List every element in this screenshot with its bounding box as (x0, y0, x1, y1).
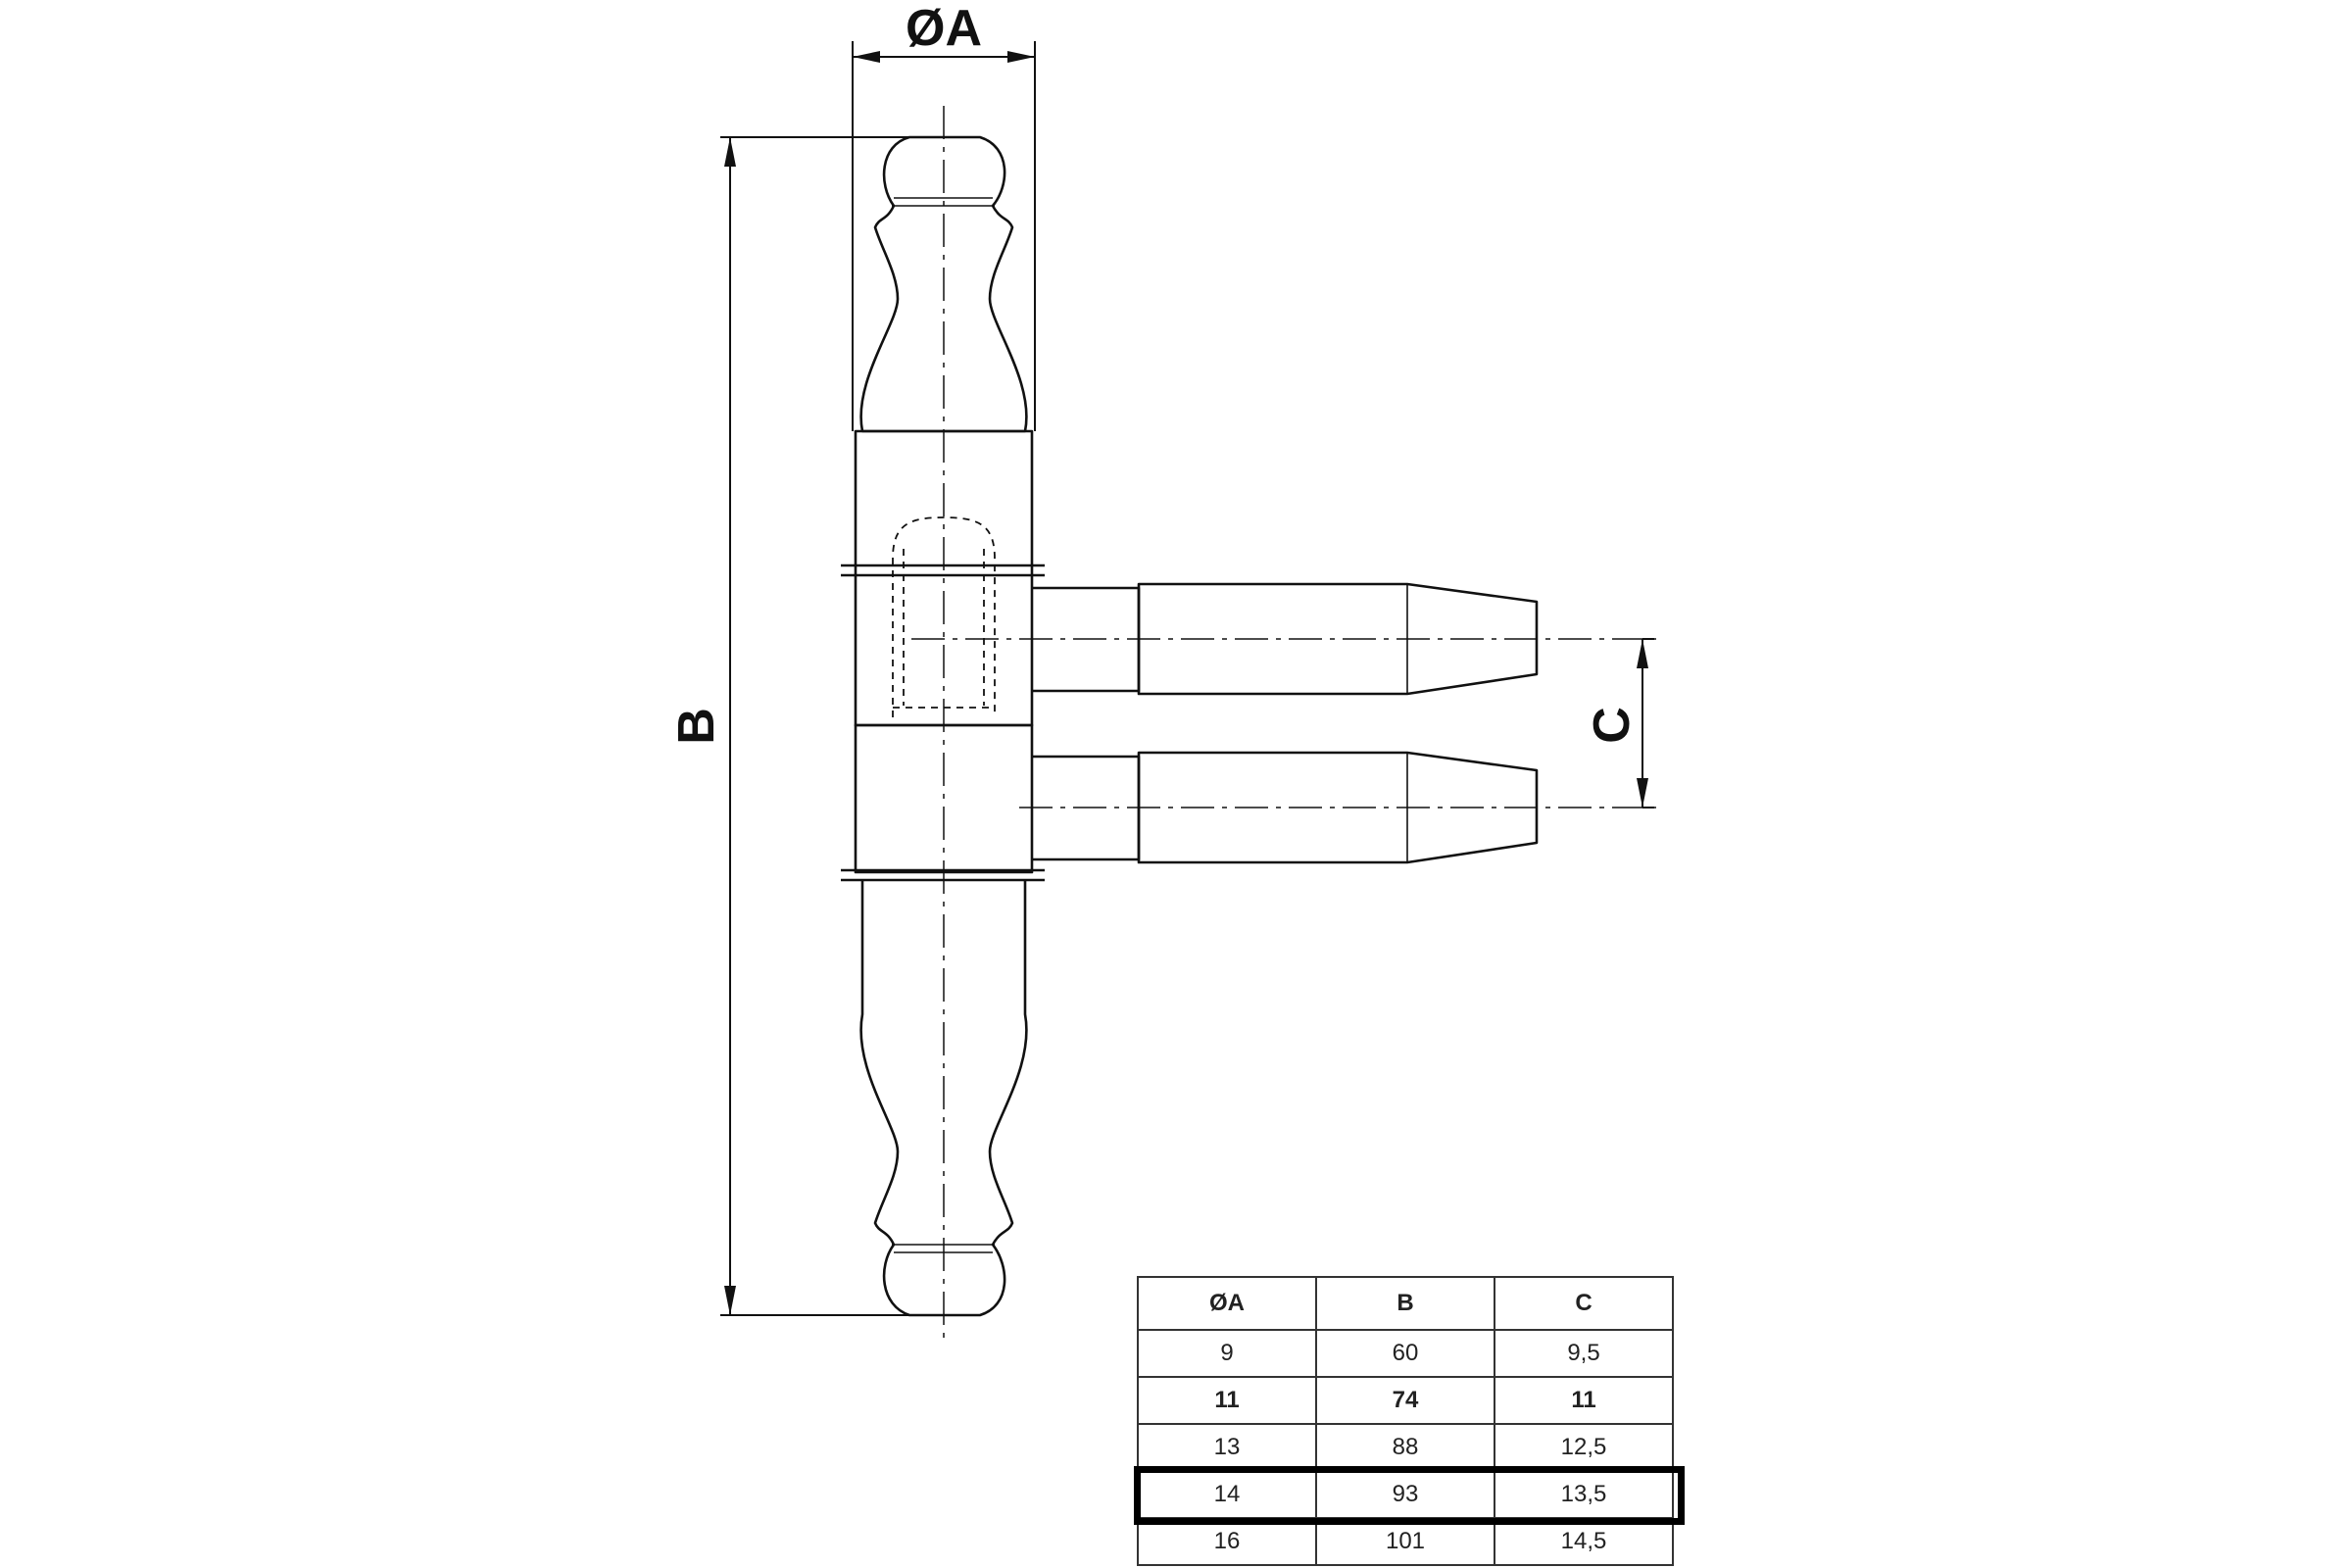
dimension-label-pin-spacing: C (1584, 707, 1641, 744)
table-row: 16 101 14,5 (1137, 1517, 1674, 1566)
table-header-diameter: ØA (1137, 1276, 1317, 1331)
dimension-label-length: B (668, 708, 725, 745)
table-cell: 9,5 (1494, 1329, 1674, 1378)
table-row-highlighted: 14 93 13,5 (1137, 1470, 1674, 1519)
table-cell: 13 (1137, 1423, 1317, 1472)
hinge-body (841, 135, 1045, 1317)
table-cell: 14 (1137, 1470, 1317, 1519)
table-cell: 60 (1315, 1329, 1495, 1378)
table-cell: 13,5 (1494, 1470, 1674, 1519)
table-cell: 12,5 (1494, 1423, 1674, 1472)
table-cell: 11 (1494, 1376, 1674, 1425)
dimension-pin-spacing: C (1584, 638, 1654, 808)
table-row: 11 74 11 (1137, 1376, 1674, 1425)
table-cell: 16 (1137, 1517, 1317, 1566)
dimension-length: B (668, 136, 916, 1316)
table-cell: 88 (1315, 1423, 1495, 1472)
table-cell: 101 (1315, 1517, 1495, 1566)
dimension-label-diameter: ØA (906, 0, 982, 57)
table-header-length: B (1315, 1276, 1495, 1331)
dimension-table: ØA B C 9 60 9,5 11 74 11 13 88 12,5 14 9… (1137, 1276, 1674, 1566)
dimension-diameter: ØA (852, 0, 1036, 431)
table-row: 13 88 12,5 (1137, 1423, 1674, 1472)
table-header-row: ØA B C (1137, 1276, 1674, 1331)
table-cell: 11 (1137, 1376, 1317, 1425)
table-cell: 14,5 (1494, 1517, 1674, 1566)
bottom-finial-outline (859, 880, 1028, 1317)
table-row: 9 60 9,5 (1137, 1329, 1674, 1378)
table-cell: 9 (1137, 1329, 1317, 1378)
table-cell: 93 (1315, 1470, 1495, 1519)
hidden-bore (892, 516, 996, 717)
table-cell: 74 (1315, 1376, 1495, 1425)
table-header-spacing: C (1494, 1276, 1674, 1331)
top-finial-outline (859, 135, 1028, 433)
